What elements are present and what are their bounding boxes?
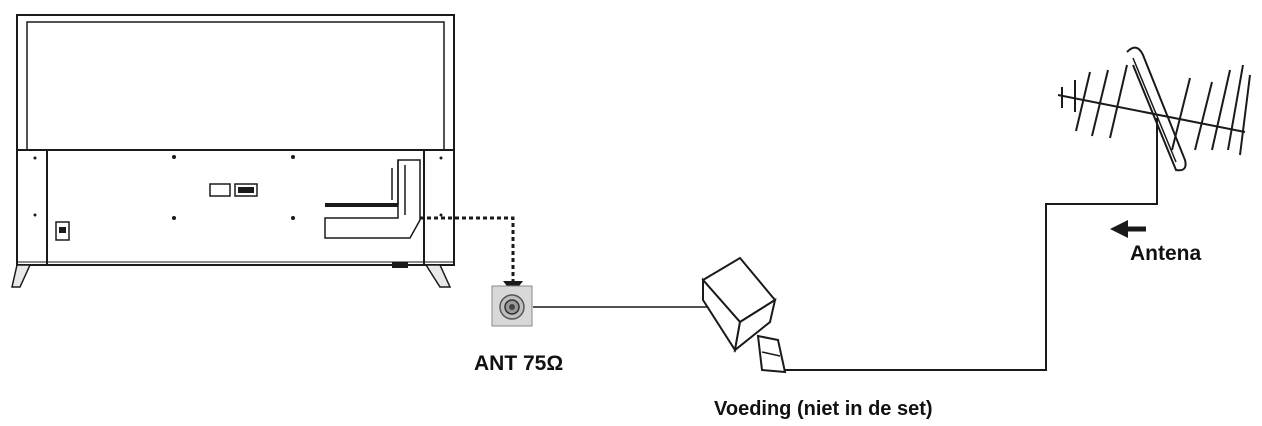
dotted-cable-to-port xyxy=(420,216,515,283)
antena-arrow-icon xyxy=(1110,220,1128,238)
tv-back-view xyxy=(11,14,455,288)
tv-label-sticker-2 xyxy=(234,183,258,197)
tv-label-sticker xyxy=(209,183,231,197)
ant-port xyxy=(491,285,533,327)
power-supply-label: Voeding (niet in de set) xyxy=(714,398,933,420)
tv-right-stand xyxy=(424,264,452,288)
antenna-label: Antena xyxy=(1130,242,1202,265)
tv-lower-body xyxy=(16,149,455,266)
tv-left-stand xyxy=(11,264,32,288)
cable-to-antenna xyxy=(785,118,1158,371)
antenna-boom xyxy=(1057,94,1246,133)
ant-port-label: ANT 75Ω xyxy=(474,352,564,375)
power-supply xyxy=(701,256,787,374)
antenna-icon xyxy=(1057,46,1251,172)
tv-screw-holes xyxy=(33,155,443,220)
tv-power-socket xyxy=(55,221,70,241)
tv-connector-panel xyxy=(324,159,421,239)
tv-upper-panel xyxy=(16,14,455,151)
tv-upper-inner xyxy=(26,21,445,151)
